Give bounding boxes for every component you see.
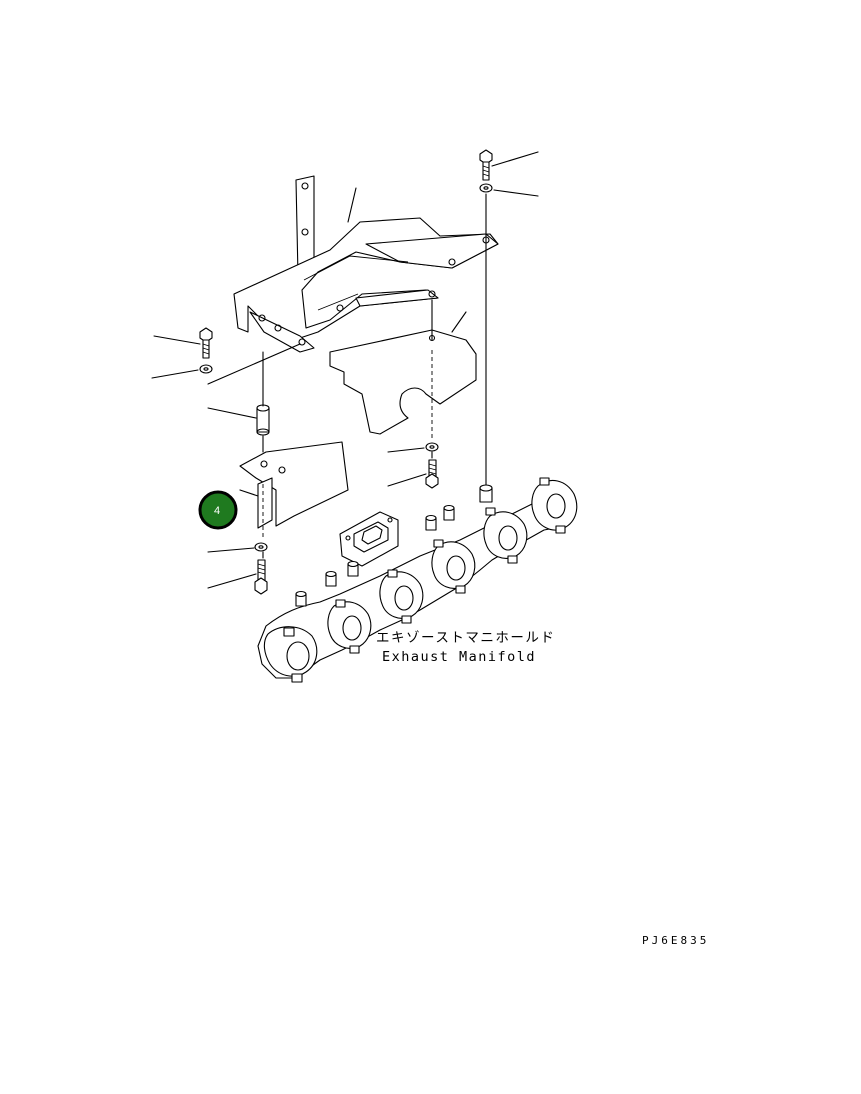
exhaust-manifold xyxy=(257,477,578,683)
middle-heat-shield xyxy=(329,329,477,435)
left-bolt xyxy=(199,327,213,359)
alignment-lines xyxy=(207,193,487,559)
left-washer xyxy=(199,364,213,374)
callout-circle[interactable] xyxy=(198,490,238,530)
lower-left-washer xyxy=(254,542,268,552)
part-name-japanese: エキゾーストマニホールド xyxy=(376,630,555,646)
leader-lines xyxy=(151,151,539,589)
lower-heat-shield xyxy=(239,441,349,529)
center-washer xyxy=(425,442,439,452)
callout-marker[interactable]: 4 xyxy=(198,490,238,530)
top-right-washer xyxy=(479,183,493,193)
lower-left-bolt xyxy=(254,559,268,595)
spacer-collar xyxy=(256,404,270,436)
top-right-bolt xyxy=(479,149,493,181)
manifold-bosses xyxy=(295,484,493,607)
drawing-code: PJ6E835 xyxy=(642,934,709,947)
callout-number[interactable]: 4 xyxy=(214,505,220,517)
upper-heat-shield-bracket xyxy=(233,175,499,353)
part-name-english: Exhaust Manifold xyxy=(382,649,536,665)
center-bolt xyxy=(425,459,439,489)
